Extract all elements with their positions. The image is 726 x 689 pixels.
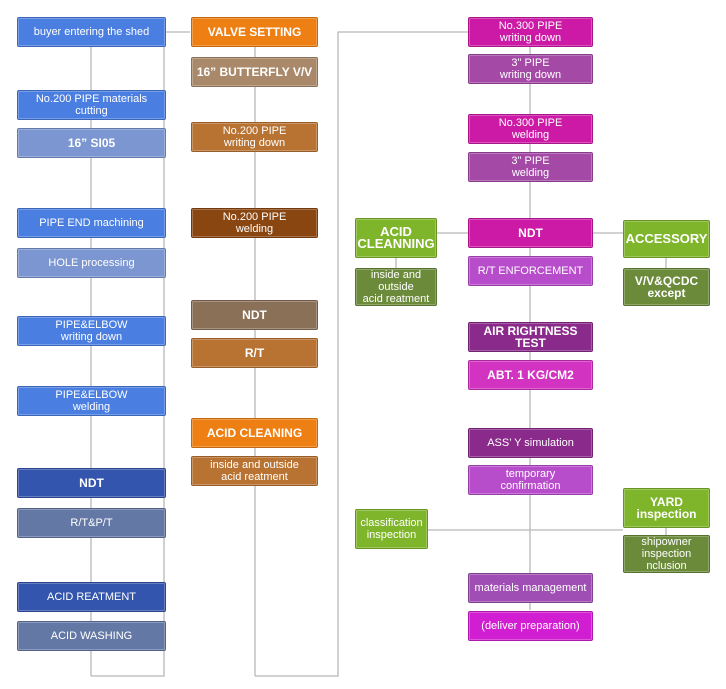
branch-inside-outside-acid: inside and outside acid reatment <box>355 268 437 306</box>
step-buyer-entering-shed: buyer entering the shed <box>17 17 166 47</box>
step-temporary-confirmation: temporary confirmation <box>468 465 593 495</box>
branch-shipowner-inspection: shipowner inspection nclusion <box>623 535 710 573</box>
step-air-rightness-test: AIR RIGHTNESS TEST <box>468 322 593 352</box>
step-deliver-preparation: (deliver preparation) <box>468 611 593 641</box>
branch-vv-qcdc-except: V/V&QCDC except <box>623 268 710 306</box>
step-no200-welding: No.200 PIPE welding <box>191 208 318 238</box>
step-acid-cleaning: ACID CLEANING <box>191 418 318 448</box>
step-ndt-col1: NDT <box>17 468 166 498</box>
branch-classification-inspection: classification inspection <box>355 509 428 549</box>
step-rt-enforcement: R/T ENFORCEMENT <box>468 256 593 286</box>
step-abt-1kg: ABT. 1 KG/CM2 <box>468 360 593 390</box>
step-acid-reatment: ACID REATMENT <box>17 582 166 612</box>
step-pipe-elbow-writing-down: PIPE&ELBOW writing down <box>17 316 166 346</box>
step-rt: R/T <box>191 338 318 368</box>
step-valve-setting: VALVE SETTING <box>191 17 318 47</box>
step-pipe-end-machining: PIPE END machining <box>17 208 166 238</box>
step-pipe-elbow-welding: PIPE&ELBOW welding <box>17 386 166 416</box>
step-inside-outside-acid: inside and outside acid reatment <box>191 456 318 486</box>
step-3in-welding: 3" PIPE welding <box>468 152 593 182</box>
step-materials-management: materials management <box>468 573 593 603</box>
branch-accessory: ACCESSORY <box>623 220 710 258</box>
branch-yard-inspection: YARD inspection <box>623 488 710 528</box>
step-no300-welding: No.300 PIPE welding <box>468 114 593 144</box>
step-ndt-col2: NDT <box>191 300 318 330</box>
step-ndt-col3: NDT <box>468 218 593 248</box>
step-acid-washing: ACID WASHING <box>17 621 166 651</box>
step-pipe-materials-cutting: No.200 PIPE materials cutting <box>17 90 166 120</box>
step-rt-pt: R/T&P/T <box>17 508 166 538</box>
step-no200-writing-down: No.200 PIPE writing down <box>191 122 318 152</box>
step-butterfly-vv: 16” BUTTERFLY V/V <box>191 57 318 87</box>
branch-acid-cleanning: ACID CLEANNING <box>355 218 437 258</box>
step-assy-simulation: ASS’ Y simulation <box>468 428 593 458</box>
step-16-si05: 16” SI05 <box>17 128 166 158</box>
step-no300-writing-down: No.300 PIPE writing down <box>468 17 593 47</box>
step-hole-processing: HOLE processing <box>17 248 166 278</box>
step-3in-writing-down: 3" PIPE writing down <box>468 54 593 84</box>
